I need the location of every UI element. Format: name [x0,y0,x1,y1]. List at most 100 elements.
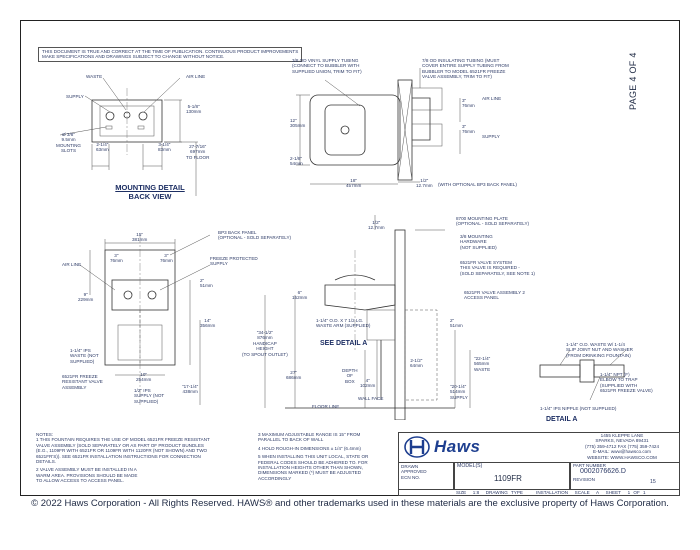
note-line: 1-1/4" O.D. X 7 1/2 LG. [316,318,364,323]
dim-text: 2" [200,278,205,283]
note-line: ASSEMBLY [62,384,87,390]
dim-text: 83mm [158,147,171,153]
note-line: 6521FR FREEZE VALVE) [600,388,653,394]
info-row: ECN NO. [401,474,421,480]
note-1-line: 6521FR'S)). SEE 6521FR INSTALLATION INST… [36,453,201,459]
dim-text: 3" [164,253,169,258]
note-5-line: 5 WHEN INSTALLING THIS UNIT LOCAL, STATE… [258,454,369,460]
note-2-line: TO ALLOW ACCESS TO ACCESS PANEL. [36,478,124,484]
fv-dim-3b: 3" 76mm [160,253,173,264]
dim-text: HEIGHT [256,346,274,352]
sv-wall-face: WALL FACE [358,396,384,401]
detail-a-slip: 1-1/4" O.D. WASTE W/ 1-1/4 SLIP JOINT NU… [566,342,633,358]
scale-cell: 1:8 [472,490,480,495]
dim-text: 10" [140,372,148,377]
note-line: (SOLD SEPARATELY, SEE NOTE 1) [460,270,535,276]
note-line: FREEZE PROTECTED [210,256,258,261]
sv-dim-6: 6" 152mm [292,290,307,301]
models-label: MODEL(S) [457,463,483,469]
sv-dim-20: "20-1/4" 514mm SUPPLY [450,384,468,400]
mounting-detail-drawing [59,77,198,196]
tr-dim-3: 3" 76mm [462,98,475,109]
tr-dim-18: 18" 457mm [346,178,361,189]
fv-dim-17: "17-1/4" 438mm [182,384,198,395]
scale-cell: A [596,490,600,495]
notes-title: NOTES: [36,432,54,437]
dim-text: 3-1/4" [158,142,171,147]
dim-text: 876mm [257,335,273,341]
detail-a-nipple: 1-1/4" IPS NIPPLE (NOT SUPPLIED) [540,406,617,411]
dim-text: 4" [365,378,370,383]
note-line: BUBBLER TO MODEL 6521FR FREEZE [422,68,506,74]
dim-text: 18" [350,178,358,183]
dim-text: 457mm [346,183,362,189]
sv-dim-2b: 2" 51mm [450,318,463,329]
dim-text: 54mm [290,161,303,167]
note-line: 1/2" IPS [134,388,151,393]
note-line: COVER ENTIRE SUPPLY TUBING FROM [422,63,509,69]
small-info-cells [398,462,454,490]
tr-airline: AIR LINE [482,96,502,101]
disclaimer-line: MAKE SPECIFICATIONS AND DRAWINGS SUBJECT… [42,54,225,60]
notes-block: NOTES: 1 THIS FOUNTAIN REQUIRES THE USE … [36,432,210,484]
dim-text: 565mm [474,361,490,367]
note-line: (SUPPLIED WITH [600,382,638,388]
dim-text: 27" [290,370,298,375]
side-view-drawing [264,215,471,420]
sv-dim-27: 27" 686mm [286,370,301,381]
tr-dim-12: 12" 305mm [290,118,305,129]
tr-bp3-note: (WITH OPTIONAL BP3 BACK PANEL) [438,182,517,187]
note-line: 6521FR VALVE ASSEMBLY 2 [464,290,525,295]
dim-text: 356mm [200,323,216,329]
note-line: (NOT SUPPLIED) [460,244,497,250]
dim-text: 102mm [360,383,376,389]
note-5-line: DIMENSIONS MARKED (*) MUST BE ADJUSTED [258,470,362,476]
revision-label: REVISION [573,477,595,482]
part-cell [570,462,680,490]
detail-a-drawing [539,349,627,401]
dim-text: "17-1/4" [182,384,199,389]
see-detail-a: SEE DETAIL A [320,340,368,347]
note-line: SUPPLIED) [134,398,159,404]
part-number-label: PART NUMBER [573,463,606,468]
info-row: APPROVED [401,469,427,475]
page-label: PAGE 4 OF 4 [628,52,638,110]
note-line: 1-1/4" IPS [70,348,91,353]
haws-logo [404,436,430,463]
dim-text: 12.7mm [368,225,385,231]
scale-cell: SIZE [456,490,467,495]
scale-cell: 1 OF 1 [627,490,646,495]
dim-text: 14" [204,318,212,323]
dim-text: 9.5mm [61,137,76,143]
note-2-line: WARM AREA. PROVISIONS SHOULD BE MADE [36,472,138,478]
sv-valve-system: 6521FR VALVE SYSTEM THIS VALVE IS REQUIR… [460,260,535,276]
fv-dim-2: 2" 51mm [200,278,213,289]
model-cell [454,462,570,490]
dim-text: 130mm [186,109,202,115]
sv-depth-box: DEPTH OF BOX [342,368,358,384]
fv-dim-3: 3" 76mm [110,253,123,264]
note-line: ACCESS PANEL [464,295,499,301]
note-line: 1-1/4" NPT (F) [600,372,630,377]
note-line: (OPTIONAL - SOLD SEPARATELY) [456,221,530,227]
mounting-detail-title: MOUNTING DETAIL BACK VIEW [80,183,220,201]
note-3-line: 3 MAXIMUM ADJUSTABLE RANGE IS 15" FROM [258,432,361,437]
dim-text: 2" [450,318,455,323]
disclaimer-box: THIS DOCUMENT IS TRUE AND CORRECT AT THE… [38,47,303,62]
fv-waste-ips: 1-1/4" IPS WASTE (NOT SUPPLIED) [70,348,99,364]
dim-text: SLOTS [60,148,77,154]
note-line: 3/8 MOUNTING [460,234,493,239]
drawing-sheet [20,20,680,496]
dim-text: 2-1/8" [290,156,303,161]
tr-dim-2-1-8: 2-1/8" 54mm [290,156,303,167]
dim-text: TO FLOOR [186,154,210,160]
fv-dim-14: 14" 356mm [200,318,215,329]
fv-airline: AIR LINE [62,262,82,267]
address-line: SPARKS, NEVADA 89431 [595,438,649,444]
haws-logo-icon [404,436,430,458]
sv-floor-line: FLOOR LINE [312,404,340,409]
dim-text: 152mm [292,295,308,301]
dim-text: 2-1/4" [96,142,109,147]
note-line: RESISTANT VALVE [62,379,103,385]
fv-freeze-valve: 6521FR FREEZE RESISTANT VALVE ASSEMBLY [62,374,103,390]
